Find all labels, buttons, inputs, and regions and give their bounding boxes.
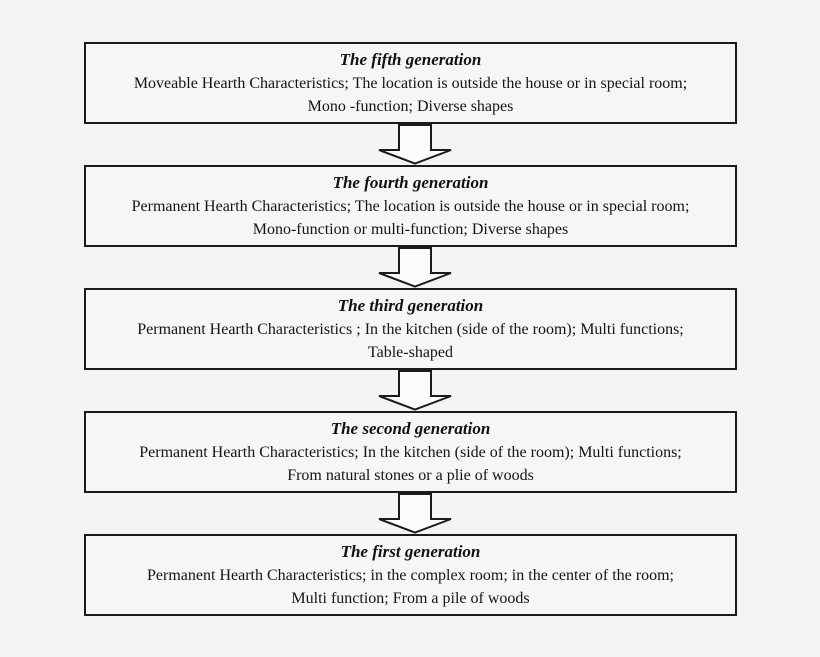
- generation-box-third: The third generation Permanent Hearth Ch…: [84, 288, 737, 370]
- generation-title: The third generation: [337, 295, 484, 315]
- generation-description-line: Table-shaped: [367, 343, 454, 361]
- generation-box-fourth: The fourth generation Permanent Hearth C…: [84, 165, 737, 247]
- generation-title: The fourth generation: [332, 172, 489, 192]
- down-arrow-icon: [377, 370, 453, 411]
- generation-description-line: Moveable Hearth Characteristics; The loc…: [133, 74, 688, 92]
- generation-title: The fifth generation: [339, 49, 482, 69]
- hearth-generations-flowchart: The fifth generation Moveable Hearth Cha…: [84, 42, 737, 616]
- generation-description-line: Permanent Hearth Characteristics ; In th…: [137, 320, 684, 338]
- generation-title: The second generation: [330, 418, 491, 438]
- generation-description-line: Mono-function or multi-function; Diverse…: [252, 220, 569, 238]
- down-arrow-icon: [377, 247, 453, 288]
- generation-description-line: Permanent Hearth Characteristics; In the…: [139, 443, 682, 461]
- generation-description-line: Permanent Hearth Characteristics; in the…: [147, 566, 674, 584]
- generation-box-fifth: The fifth generation Moveable Hearth Cha…: [84, 42, 737, 124]
- generation-box-second: The second generation Permanent Hearth C…: [84, 411, 737, 493]
- generation-title: The first generation: [340, 541, 481, 561]
- generation-description-line: From natural stones or a plie of woods: [287, 466, 534, 484]
- down-arrow-icon: [377, 124, 453, 165]
- down-arrow-icon: [377, 493, 453, 534]
- generation-box-first: The first generation Permanent Hearth Ch…: [84, 534, 737, 616]
- generation-description-line: Permanent Hearth Characteristics; The lo…: [131, 197, 690, 215]
- generation-description-line: Mono -function; Diverse shapes: [307, 97, 514, 115]
- generation-description-line: Multi function; From a pile of woods: [291, 589, 530, 607]
